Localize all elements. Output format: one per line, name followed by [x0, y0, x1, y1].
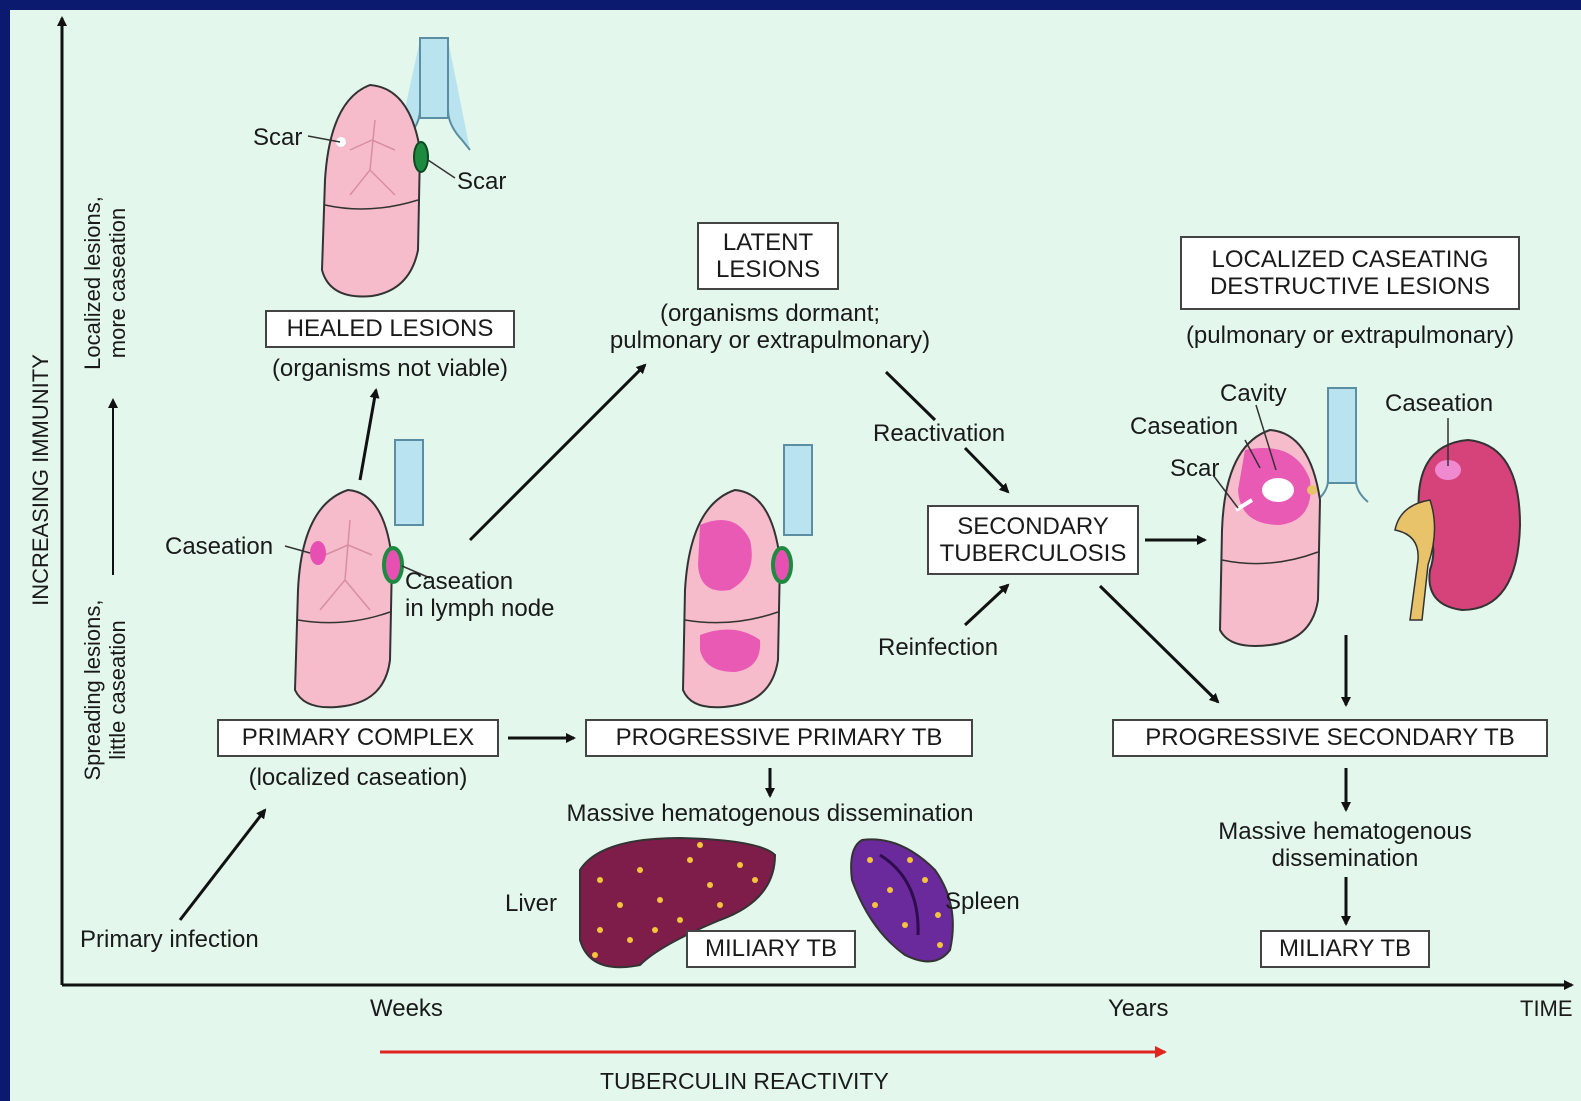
latent-lesions-sub: (organisms dormant; pulmonary or extrapu… — [580, 300, 960, 354]
miliary-tb-box-2: MILIARY TB — [1260, 930, 1430, 968]
spleen-label: Spleen — [945, 888, 1020, 915]
massive-dissemination-primary: Massive hematogenous dissemination — [520, 800, 1020, 827]
liver-label: Liver — [505, 890, 557, 917]
lung-healed-illustration — [308, 38, 470, 296]
caseation-primary-label: Caseation — [165, 533, 273, 560]
miliary-tb-box-1: MILIARY TB — [686, 930, 856, 968]
x-weeks-label: Weeks — [370, 995, 443, 1022]
scar-label-right: Scar — [457, 168, 506, 195]
arrow-secondary-to-progressive — [1100, 586, 1218, 702]
reactivation-label: Reactivation — [873, 420, 1005, 447]
healed-lesions-box: HEALED LESIONS — [265, 310, 515, 348]
arrow-primary-to-healed — [360, 390, 376, 480]
x-years-label: Years — [1108, 995, 1169, 1022]
primary-complex-box: PRIMARY COMPLEX — [217, 719, 499, 757]
y-low-label: Spreading lesions, little caseation — [80, 575, 130, 805]
progressive-primary-box: PROGRESSIVE PRIMARY TB — [585, 719, 973, 757]
reinfection-label: Reinfection — [878, 634, 998, 661]
primary-infection-label: Primary infection — [80, 926, 259, 953]
caseation-kidney-label: Caseation — [1385, 390, 1493, 417]
spleen-illustration — [851, 839, 953, 961]
tuberculin-label: TUBERCULIN REACTIVITY — [600, 1068, 889, 1095]
cavity-label: Cavity — [1220, 380, 1287, 407]
arrow-reactivation-to-secondary — [965, 448, 1008, 492]
latent-lesions-box: LATENT LESIONS — [697, 222, 839, 290]
localized-lesions-sub: (pulmonary or extrapulmonary) — [1160, 322, 1540, 349]
progressive-secondary-box: PROGRESSIVE SECONDARY TB — [1112, 719, 1548, 757]
scar-label-left: Scar — [253, 124, 302, 151]
arrow-reinfection-to-secondary — [965, 585, 1008, 625]
scar-secondary-label: Scar — [1170, 455, 1219, 482]
arrow-latent-reactivation — [886, 372, 935, 420]
caseation-lymph-label: Caseation in lymph node — [405, 568, 554, 622]
y-high-label: Localized lesions, more caseation — [80, 168, 130, 398]
healed-lesions-sub: (organisms not viable) — [255, 355, 525, 382]
x-time-label: TIME — [1520, 995, 1573, 1022]
localized-lesions-box: LOCALIZED CASEATING DESTRUCTIVE LESIONS — [1180, 236, 1520, 310]
massive-dissemination-secondary: Massive hematogenous dissemination — [1180, 818, 1510, 872]
secondary-tb-box: SECONDARY TUBERCULOSIS — [927, 505, 1139, 575]
y-axis-label: INCREASING IMMUNITY — [28, 320, 53, 640]
arrow-infection-to-primary — [180, 810, 265, 920]
primary-complex-sub: (localized caseation) — [217, 764, 499, 791]
kidney-illustration — [1395, 418, 1520, 620]
caseation-secondary-label: Caseation — [1130, 413, 1238, 440]
arrow-primary-to-latent — [470, 365, 645, 540]
lung-progressive-illustration — [683, 445, 812, 707]
